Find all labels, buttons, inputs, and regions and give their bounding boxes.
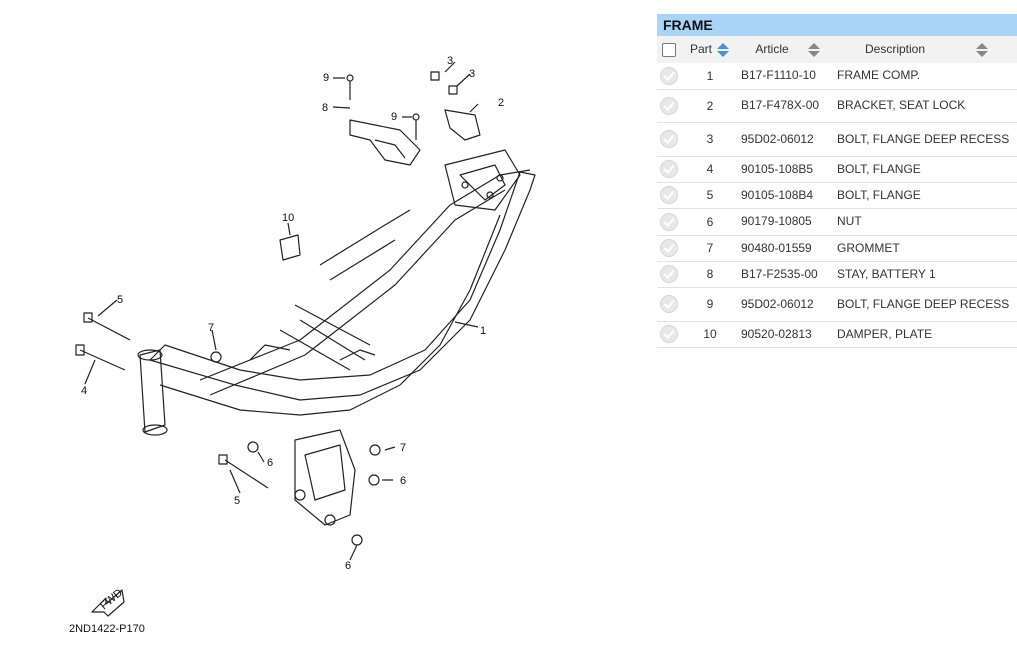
select-part-icon[interactable] bbox=[660, 96, 678, 115]
part-cell: 1 bbox=[681, 63, 739, 89]
description-cell: BOLT, FLANGE bbox=[837, 161, 921, 176]
article-cell: B17-F2535-00 bbox=[741, 266, 818, 281]
article-cell: 90105-108B5 bbox=[741, 161, 814, 176]
description-cell: GROMMET bbox=[835, 235, 1017, 261]
frame-exploded-view: FWD 9 8 9 3 3 2 10 5 7 4 1 6 7 5 6 6 bbox=[75, 55, 536, 617]
part-cell: 5 bbox=[681, 182, 739, 208]
description-cell: FRAME COMP. bbox=[835, 63, 1017, 89]
callout-7: 7 bbox=[208, 322, 214, 334]
callout-9: 9 bbox=[323, 72, 329, 84]
sort-active-icon[interactable] bbox=[716, 42, 730, 58]
part-cell: 4 bbox=[706, 162, 714, 176]
table-row[interactable]: 9 95D02-06012 BOLT, FLANGE DEEP RECESS bbox=[657, 287, 1017, 321]
select-part-icon[interactable] bbox=[660, 295, 678, 313]
description-cell: BOLT, FLANGE DEEP RECESS bbox=[835, 287, 1017, 321]
select-part-icon[interactable] bbox=[660, 265, 678, 283]
article-cell: 90179-10805 bbox=[741, 214, 812, 228]
part-cell: 10 bbox=[703, 327, 717, 341]
parts-diagram: FWD 9 8 9 3 3 2 10 5 7 4 1 6 7 5 6 6 2ND… bbox=[69, 55, 536, 635]
article-cell: 95D02-06012 bbox=[739, 287, 835, 321]
callout-6: 6 bbox=[267, 457, 273, 469]
callout-10: 10 bbox=[282, 212, 294, 224]
part-cell: 3 bbox=[681, 122, 739, 156]
sort-icon[interactable] bbox=[975, 42, 989, 58]
part-cell: 6 bbox=[706, 214, 714, 229]
diagram-code: 2ND1422-P170 bbox=[69, 623, 145, 635]
callout-3: 3 bbox=[447, 55, 453, 67]
table-row[interactable]: 4 90105-108B5 BOLT, FLANGE bbox=[657, 156, 1017, 182]
table-row[interactable]: 8 B17-F2535-00 STAY, BATTERY 1 bbox=[657, 261, 1017, 287]
column-part-label: Part bbox=[689, 41, 712, 56]
part-cell: 7 bbox=[681, 235, 739, 261]
callout-4: 4 bbox=[81, 385, 87, 397]
article-cell: B17-F1110-10 bbox=[739, 63, 835, 89]
part-cell: 2 bbox=[706, 98, 714, 113]
select-part-icon[interactable] bbox=[660, 186, 678, 204]
table-row[interactable]: 5 90105-108B4 BOLT, FLANGE bbox=[657, 182, 1017, 208]
parts-table: Part Article Description 1 B17-F1110-10 … bbox=[657, 36, 1017, 348]
description-cell: BOLT, FLANGE bbox=[835, 182, 1017, 208]
part-cell: 9 bbox=[681, 287, 739, 321]
callout-7: 7 bbox=[400, 442, 406, 454]
select-part-icon[interactable] bbox=[660, 130, 678, 148]
callout-6: 6 bbox=[345, 560, 351, 572]
column-description-label: Description bbox=[864, 41, 926, 56]
article-cell: 90105-108B4 bbox=[739, 182, 835, 208]
select-all-checkbox[interactable] bbox=[662, 42, 676, 57]
description-cell: BRACKET, SEAT LOCK bbox=[837, 98, 966, 112]
select-part-icon[interactable] bbox=[660, 325, 678, 343]
description-cell: DAMPER, PLATE bbox=[837, 326, 933, 341]
table-header-row: Part Article Description bbox=[657, 36, 1017, 63]
column-article[interactable]: Article bbox=[739, 36, 835, 63]
table-row[interactable]: 2 B17-F478X-00 BRACKET, SEAT LOCK bbox=[657, 89, 1017, 122]
article-cell: 90480-01559 bbox=[739, 235, 835, 261]
sort-icon[interactable] bbox=[807, 42, 821, 58]
table-row[interactable]: 6 90179-10805 NUT bbox=[657, 208, 1017, 235]
article-cell: 90520-02813 bbox=[741, 326, 812, 341]
panel-title: FRAME bbox=[657, 14, 1017, 36]
table-row[interactable]: 3 95D02-06012 BOLT, FLANGE DEEP RECESS bbox=[657, 122, 1017, 156]
column-article-label: Article bbox=[755, 41, 789, 56]
description-cell: NUT bbox=[837, 214, 862, 228]
table-row[interactable]: 1 B17-F1110-10 FRAME COMP. bbox=[657, 63, 1017, 89]
callout-9: 9 bbox=[391, 111, 397, 123]
select-part-icon[interactable] bbox=[660, 160, 678, 178]
column-part[interactable]: Part bbox=[681, 36, 739, 63]
parts-panel: FRAME Part Article Description bbox=[657, 14, 1017, 348]
description-cell: BOLT, FLANGE DEEP RECESS bbox=[835, 122, 1017, 156]
select-part-icon[interactable] bbox=[660, 239, 678, 257]
select-part-icon[interactable] bbox=[660, 66, 678, 85]
callout-1: 1 bbox=[480, 325, 486, 337]
part-cell: 8 bbox=[706, 267, 714, 281]
article-cell: 95D02-06012 bbox=[739, 122, 835, 156]
table-row[interactable]: 7 90480-01559 GROMMET bbox=[657, 235, 1017, 261]
table-row[interactable]: 10 90520-02813 DAMPER, PLATE bbox=[657, 321, 1017, 347]
select-all-cell bbox=[657, 36, 681, 63]
description-cell: STAY, BATTERY 1 bbox=[837, 266, 936, 281]
callout-6: 6 bbox=[400, 475, 406, 487]
callout-5: 5 bbox=[117, 294, 123, 306]
select-part-icon[interactable] bbox=[660, 212, 678, 231]
article-cell: B17-F478X-00 bbox=[741, 98, 820, 112]
column-description[interactable]: Description bbox=[835, 36, 1017, 63]
callout-5: 5 bbox=[234, 495, 240, 507]
callout-8: 8 bbox=[322, 102, 328, 114]
callout-3: 3 bbox=[469, 68, 475, 80]
callout-2: 2 bbox=[498, 97, 504, 109]
